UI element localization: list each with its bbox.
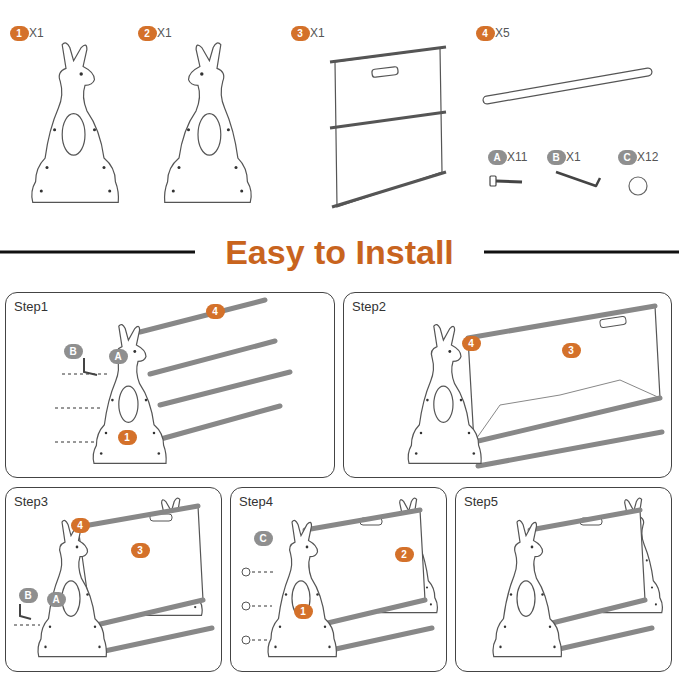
quantity-label: X1 — [29, 26, 44, 40]
quantity-label: X5 — [495, 26, 510, 40]
callout-number: 1 — [118, 430, 137, 445]
callout-number: 4 — [206, 304, 225, 319]
step3-illustration — [14, 498, 212, 656]
step4-illustration — [242, 498, 437, 656]
callout-number: 4 — [476, 26, 495, 41]
quantity-label: X12 — [637, 150, 658, 164]
callout-number: 1 — [10, 26, 29, 41]
quantity-label: X11 — [507, 150, 527, 164]
callout-number: 3 — [291, 26, 310, 41]
callout-number: B — [64, 344, 83, 359]
kangaroo-side-panel — [32, 43, 119, 203]
step-panel: Step4 — [230, 487, 447, 672]
title-text: Easy to Install — [217, 233, 462, 271]
rod — [487, 72, 648, 100]
callout-number: A — [109, 349, 128, 364]
step-panel: Step1 — [5, 292, 335, 478]
kangaroo-side-panel — [165, 43, 252, 203]
step-heading: Step3 — [14, 494, 48, 509]
callout-number: A — [488, 150, 507, 165]
step5-illustration — [493, 498, 662, 656]
callout-number: 4 — [71, 518, 90, 533]
fabric-sling — [330, 47, 446, 207]
step-heading: Step4 — [239, 494, 273, 509]
title-rule — [484, 251, 679, 254]
step-panel: Step3 — [5, 487, 222, 672]
step2-illustration — [408, 306, 662, 466]
callout-number: A — [47, 592, 66, 607]
callout-number: 2 — [138, 26, 157, 41]
quantity-label: X1 — [157, 26, 172, 40]
step-heading: Step1 — [14, 299, 48, 314]
step1-illustration — [55, 300, 290, 463]
callout-number: 2 — [395, 547, 414, 562]
step-panel: Step2 — [343, 292, 672, 478]
step-heading: Step2 — [352, 299, 386, 314]
callout-number: B — [547, 150, 566, 165]
cover-cap — [629, 177, 647, 195]
callout-number: 3 — [562, 343, 581, 358]
callout-number: C — [618, 150, 637, 165]
quantity-label: X1 — [310, 26, 325, 40]
quantity-label: X1 — [566, 150, 581, 164]
step-heading: Step5 — [464, 494, 498, 509]
callout-number: 3 — [131, 543, 150, 558]
callout-number: 1 — [294, 604, 313, 619]
title-rule — [0, 251, 195, 254]
step-panel: Step5 — [455, 487, 672, 672]
callout-number: C — [254, 531, 273, 546]
callout-number: 4 — [462, 336, 481, 351]
screw — [490, 176, 522, 186]
hex-key — [556, 172, 600, 186]
callout-number: B — [19, 588, 38, 603]
